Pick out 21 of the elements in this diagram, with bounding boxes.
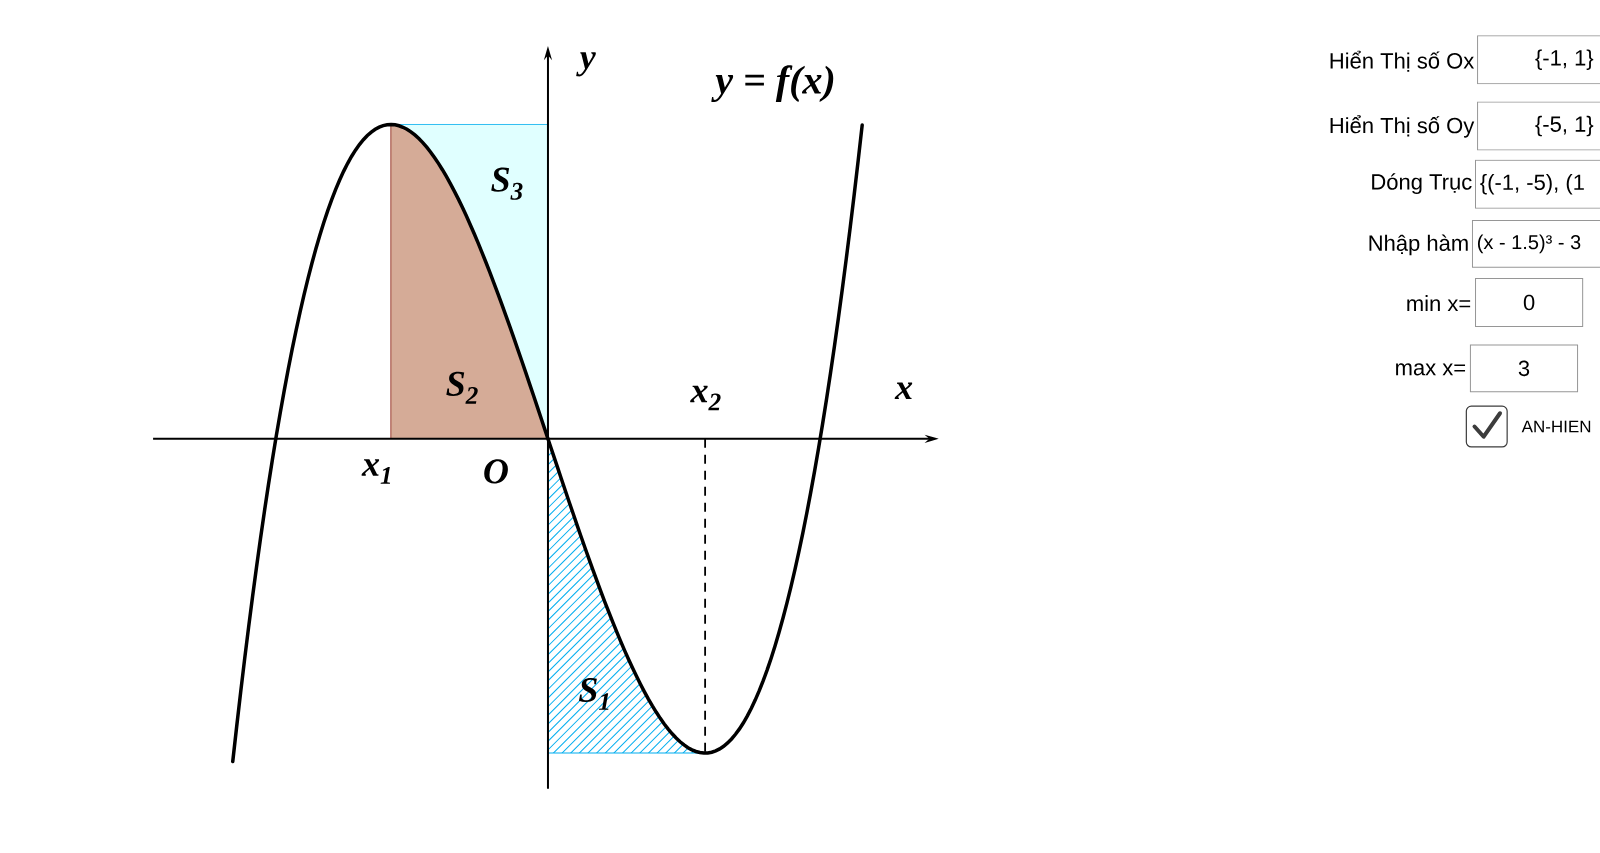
input-field: 3 <box>1469 344 1579 393</box>
input-field: {(-1, -5), (1 <box>1475 159 1600 209</box>
checkbox-label: AN-HIEN <box>1521 420 1591 433</box>
axis-label: x <box>894 382 913 400</box>
input-field: {-5, 1} <box>1477 101 1600 151</box>
input-field: 0 <box>1475 278 1584 328</box>
field-label: Hiển Thị số Ox <box>1330 50 1475 72</box>
area-label: S$_{3}$ <box>491 167 523 200</box>
point-label: x$_{1}$ <box>361 459 391 484</box>
field-label: max x= <box>1396 363 1466 376</box>
field-label: Hiển Thị số Oy <box>1330 115 1475 138</box>
axis-label: y <box>576 52 596 77</box>
function-label: y = f(x) <box>711 65 834 103</box>
field-label: Nhập hàm <box>1369 234 1468 256</box>
field-label: min x= <box>1407 295 1471 312</box>
point-label: O <box>484 459 508 484</box>
field-label: Dóng Trục <box>1372 173 1472 195</box>
area-label: S$_{2}$ <box>446 371 478 404</box>
point-label: x$_{2}$ <box>690 385 721 411</box>
input-field: (x - 1.5)³ - 3 <box>1471 219 1600 268</box>
input-field: {-1, 1} <box>1477 35 1600 85</box>
